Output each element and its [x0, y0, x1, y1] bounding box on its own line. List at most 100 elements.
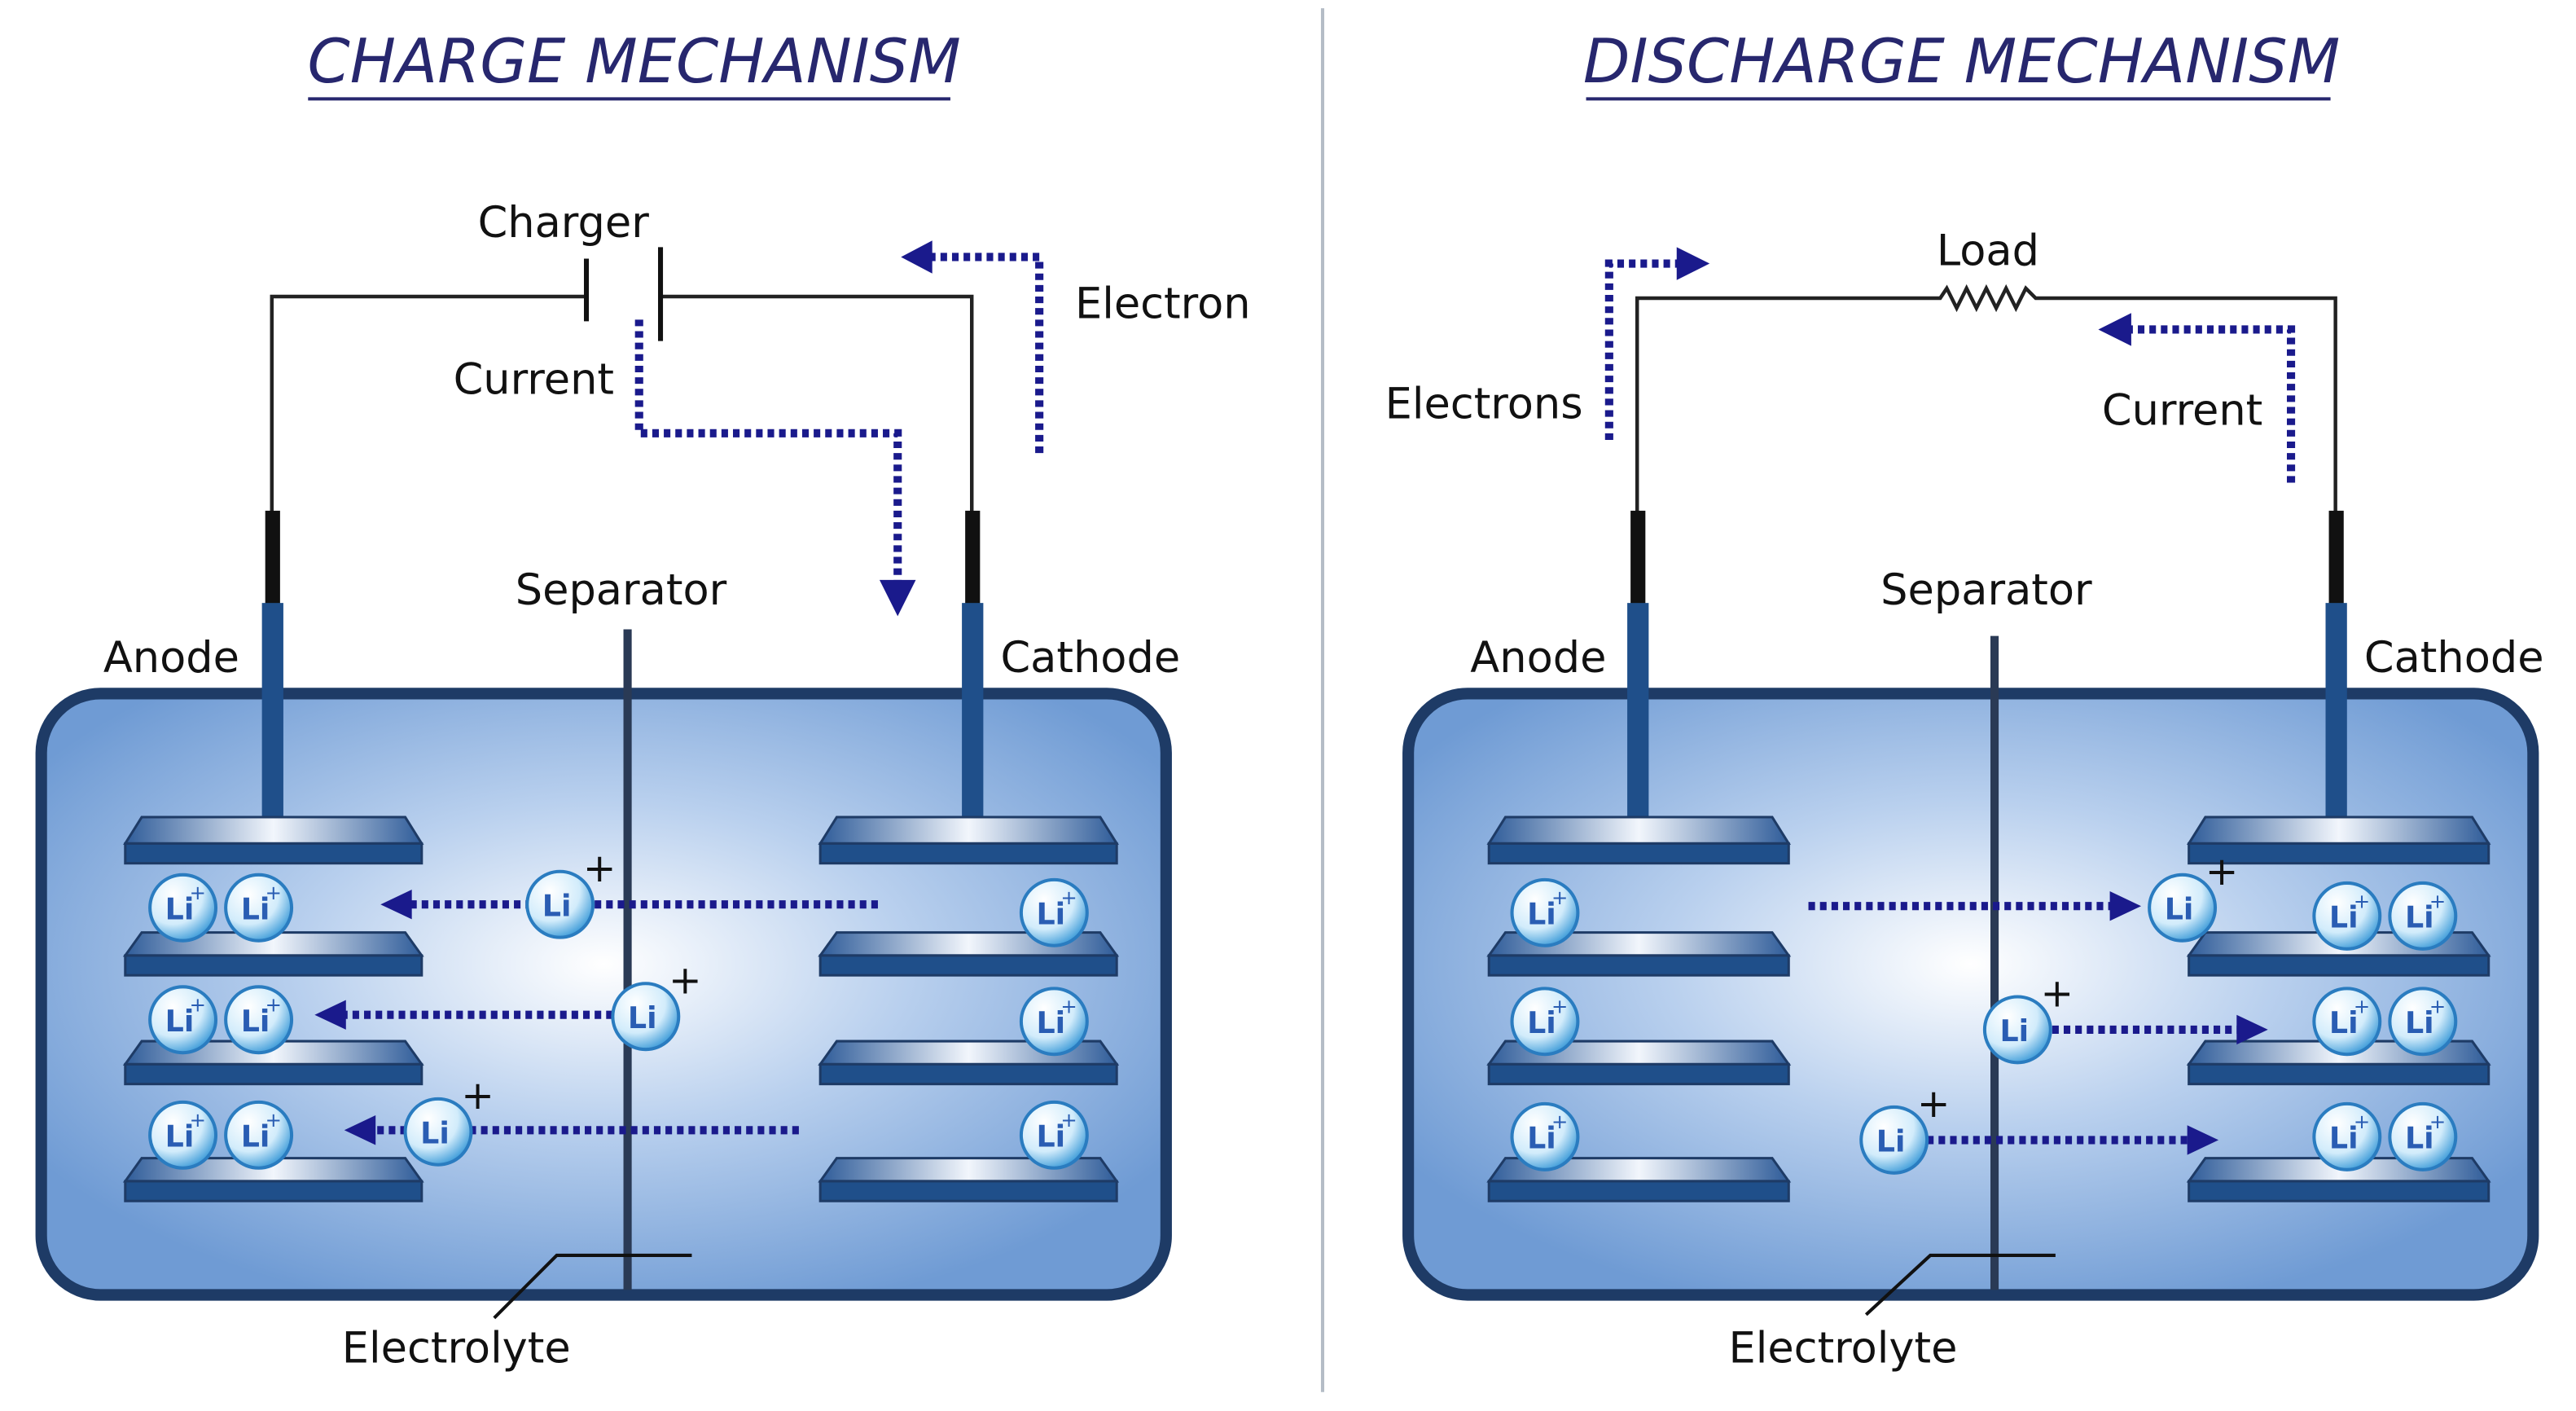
lithium-ion-charge: + [1060, 995, 1077, 1018]
lithium-ion-charge: + [2041, 971, 2074, 1017]
discharge-cathode-rod [2325, 603, 2347, 842]
lithium-ion: Li+ [2388, 1101, 2458, 1171]
lithium-ion-symbol: Li [2329, 900, 2359, 935]
discharge-anode-terminal [1630, 510, 1646, 607]
charge-cathode-label: Cathode [1000, 633, 1180, 683]
lithium-ion-sphere [224, 985, 294, 1055]
lithium-ion-charge: + [669, 957, 702, 1003]
lithium-ion-sphere [2388, 1101, 2458, 1171]
lithium-ion-symbol: Li [241, 891, 270, 926]
charge-circuit-wire-right [660, 294, 974, 514]
lithium-ion: Li+ [2312, 987, 2382, 1057]
lithium-ion: Li+ [525, 846, 617, 939]
discharge-electrons-path [1604, 259, 1680, 440]
lithium-ion: Li+ [2312, 1101, 2382, 1171]
lithium-ion-symbol: Li [628, 1000, 657, 1035]
charge-electron-path [922, 253, 1044, 454]
lithium-ion-sphere [148, 1100, 218, 1170]
charge-anode-plates [122, 815, 424, 1202]
lithium-ion-symbol: Li [241, 1119, 270, 1154]
lithium-ion-symbol: Li [1527, 1121, 1556, 1156]
lithium-ion-sphere [2312, 1101, 2382, 1171]
lithium-ion-symbol: Li [1036, 1005, 1065, 1040]
charge-cell [35, 688, 1172, 1301]
discharge-arrowheads [1676, 247, 2268, 1155]
lithium-ion-sphere [1019, 987, 1089, 1057]
lithium-ion-symbol: Li [1999, 1013, 2029, 1048]
charge-electron-arrowhead [901, 240, 933, 274]
lithium-ion-symbol: Li [1036, 896, 1065, 931]
discharge-circuit-wire [1635, 284, 2337, 514]
lithium-ion-sphere [1510, 877, 1580, 947]
lithium-ion-symbol: Li [2329, 1005, 2359, 1040]
lithium-ion-charge: + [190, 993, 206, 1017]
charge-current-arrowhead [879, 579, 916, 617]
lithium-ion-symbol: Li [1527, 896, 1556, 931]
charge-panel: CHARGE MECHANISM [35, 26, 1251, 1373]
discharge-anode-label: Anode [1470, 633, 1606, 683]
lithium-ion-charge: + [265, 1108, 282, 1132]
discharge-electrons-arrowhead [1676, 247, 1710, 280]
lithium-ion: Li+ [224, 873, 294, 943]
lithium-ion-symbol: Li [2165, 891, 2194, 926]
lithium-ion: Li+ [2388, 881, 2458, 951]
lithium-ion-sphere [1019, 1100, 1089, 1170]
lithium-ion-symbol: Li [420, 1115, 450, 1150]
lithium-ion-sphere [1019, 877, 1089, 947]
charge-anode-rod [261, 603, 283, 842]
lithium-ion: Li+ [403, 1073, 494, 1167]
lithium-ion-sphere [403, 1097, 473, 1167]
lithium-ion-sphere [1859, 1105, 1929, 1175]
charge-cathode-terminal [965, 510, 981, 607]
lithium-ion-sphere [224, 1100, 294, 1170]
lithium-ion-symbol: Li [2405, 1005, 2434, 1040]
lithium-ion-sphere [2148, 873, 2218, 943]
discharge-cathode-terminal [2328, 510, 2344, 607]
lithium-ions: Li+Li+Li+Li+Li+Li+Li+Li+Li+Li+Li+Li+Li+L… [148, 846, 2458, 1175]
lithium-ion-charge: + [265, 993, 282, 1017]
lithium-ion-symbol: Li [1527, 1005, 1556, 1040]
discharge-electrons-label: Electrons [1385, 380, 1583, 429]
lithium-ion-symbol: Li [165, 1004, 195, 1039]
charge-electrolyte-pointer [493, 1253, 692, 1320]
charge-electron-label: Electron [1075, 279, 1251, 328]
lithium-ion-symbol: Li [2329, 1121, 2359, 1156]
lithium-ion-charge: + [1060, 886, 1077, 909]
discharge-ion-arrowhead-1 [2109, 891, 2142, 921]
discharge-electrolyte-pointer [1864, 1253, 2056, 1316]
lithium-ion: Li+ [2148, 849, 2238, 943]
lithium-ion-symbol: Li [165, 891, 195, 926]
lithium-ion-sphere [525, 869, 595, 939]
charge-separator-label: Separator [516, 565, 727, 615]
lithium-ion-charge: + [1551, 886, 1568, 909]
lithium-ion-charge: + [190, 881, 206, 904]
lithium-ion: Li+ [1510, 987, 1580, 1057]
lithium-ion-charge: + [2354, 995, 2370, 1018]
lithium-ion-charge: + [265, 881, 282, 904]
charge-anode-terminal [265, 510, 280, 607]
charge-current-label: Current [454, 354, 614, 404]
lithium-ion-symbol: Li [1876, 1124, 1906, 1159]
charge-electrolyte-label: Electrolyte [342, 1323, 571, 1373]
lithium-ion: Li+ [1859, 1081, 1951, 1175]
lithium-ion-sphere [2388, 987, 2458, 1057]
lithium-ion: Li+ [1019, 877, 1089, 947]
lithium-ion: Li+ [1019, 1100, 1089, 1170]
lithium-ion-sphere [2312, 987, 2382, 1057]
discharge-separator-label: Separator [1880, 565, 2092, 615]
discharge-current-label: Current [2102, 386, 2262, 436]
charger-label: Charger [478, 198, 650, 248]
lithium-ion-charge: + [2429, 1110, 2446, 1133]
lithium-ion-sphere [2312, 881, 2382, 951]
lithium-ion: Li+ [2312, 881, 2382, 951]
charge-ion-arrowhead-1 [380, 890, 412, 920]
lithium-ion-charge: + [2429, 995, 2446, 1018]
lithium-ion: Li+ [224, 1100, 294, 1170]
lithium-ion: Li+ [1510, 877, 1580, 947]
lithium-ion-sphere [224, 873, 294, 943]
discharge-cathode-plates [2186, 815, 2491, 1202]
lithium-ion-symbol: Li [165, 1119, 195, 1154]
charge-title: CHARGE MECHANISM [308, 26, 961, 97]
lithium-ion-charge: + [583, 846, 617, 891]
